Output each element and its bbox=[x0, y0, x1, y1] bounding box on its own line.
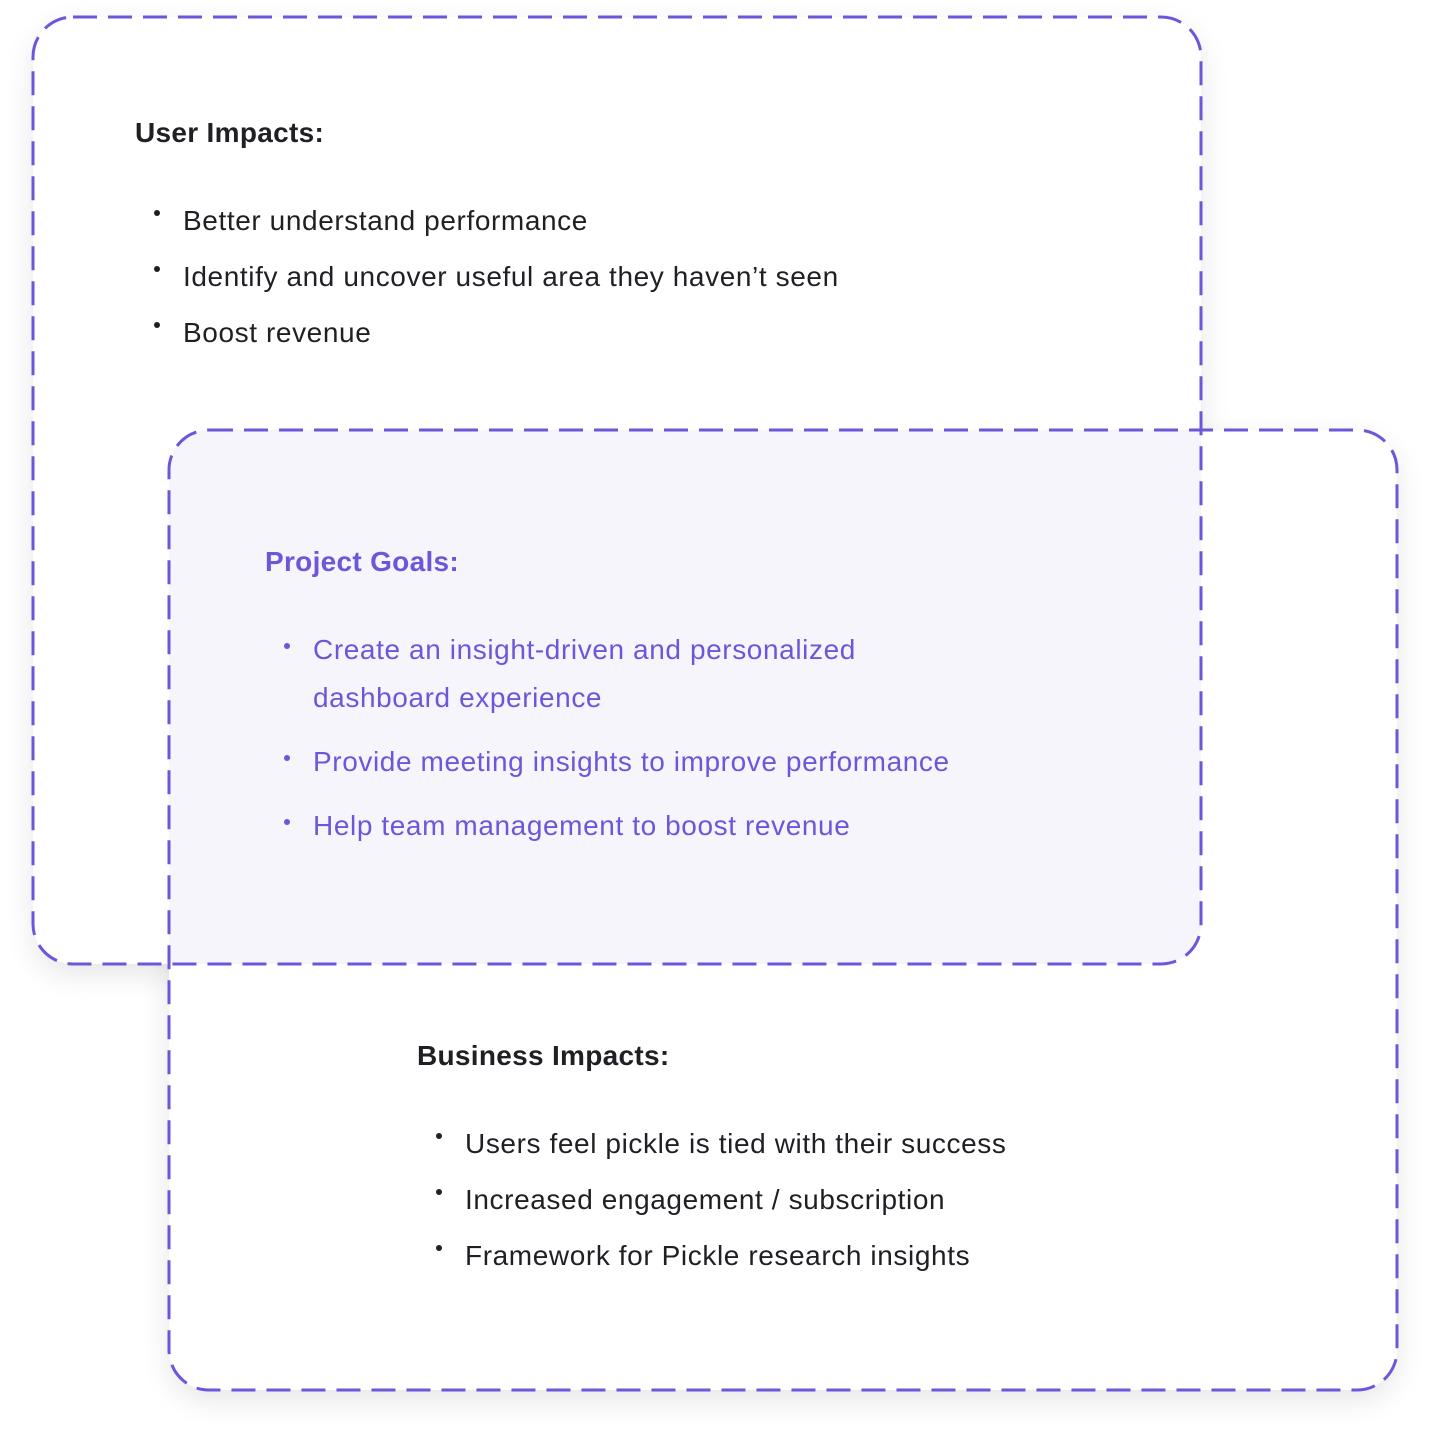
list-item: Users feel pickle is tied with their suc… bbox=[417, 1116, 1006, 1172]
user-impacts-border bbox=[31, 15, 1203, 966]
business-impacts-list: Users feel pickle is tied with their suc… bbox=[417, 1116, 1006, 1284]
business-impacts-section: Business Impacts: Users feel pickle is t… bbox=[417, 1040, 1006, 1284]
list-item: Identify and uncover useful area they ha… bbox=[135, 249, 839, 305]
list-item: Increased engagement / subscription bbox=[417, 1172, 1006, 1228]
user-impacts-title: User Impacts: bbox=[135, 117, 325, 148]
project-goals-list: Create an insight-driven and personalize… bbox=[265, 626, 1113, 850]
business-impacts-title: Business Impacts: bbox=[417, 1040, 670, 1071]
project-goals-section: Project Goals: Create an insight-driven … bbox=[265, 546, 1113, 866]
list-item: Better understand performance bbox=[135, 193, 839, 249]
list-item: Provide meeting insights to improve perf… bbox=[265, 738, 1113, 786]
user-impacts-section: User Impacts: Better understand performa… bbox=[135, 117, 839, 361]
user-impacts-list: Better understand performance Identify a… bbox=[135, 193, 839, 361]
list-item: Create an insight-driven and personalize… bbox=[265, 626, 953, 722]
list-item: Framework for Pickle research insights bbox=[417, 1228, 1006, 1284]
list-item: Boost revenue bbox=[135, 305, 839, 361]
project-goals-overlap bbox=[169, 430, 1201, 964]
list-item: Help team management to boost revenue bbox=[265, 802, 1013, 850]
project-goals-title: Project Goals: bbox=[265, 546, 460, 577]
business-impacts-border bbox=[167, 428, 1399, 1392]
